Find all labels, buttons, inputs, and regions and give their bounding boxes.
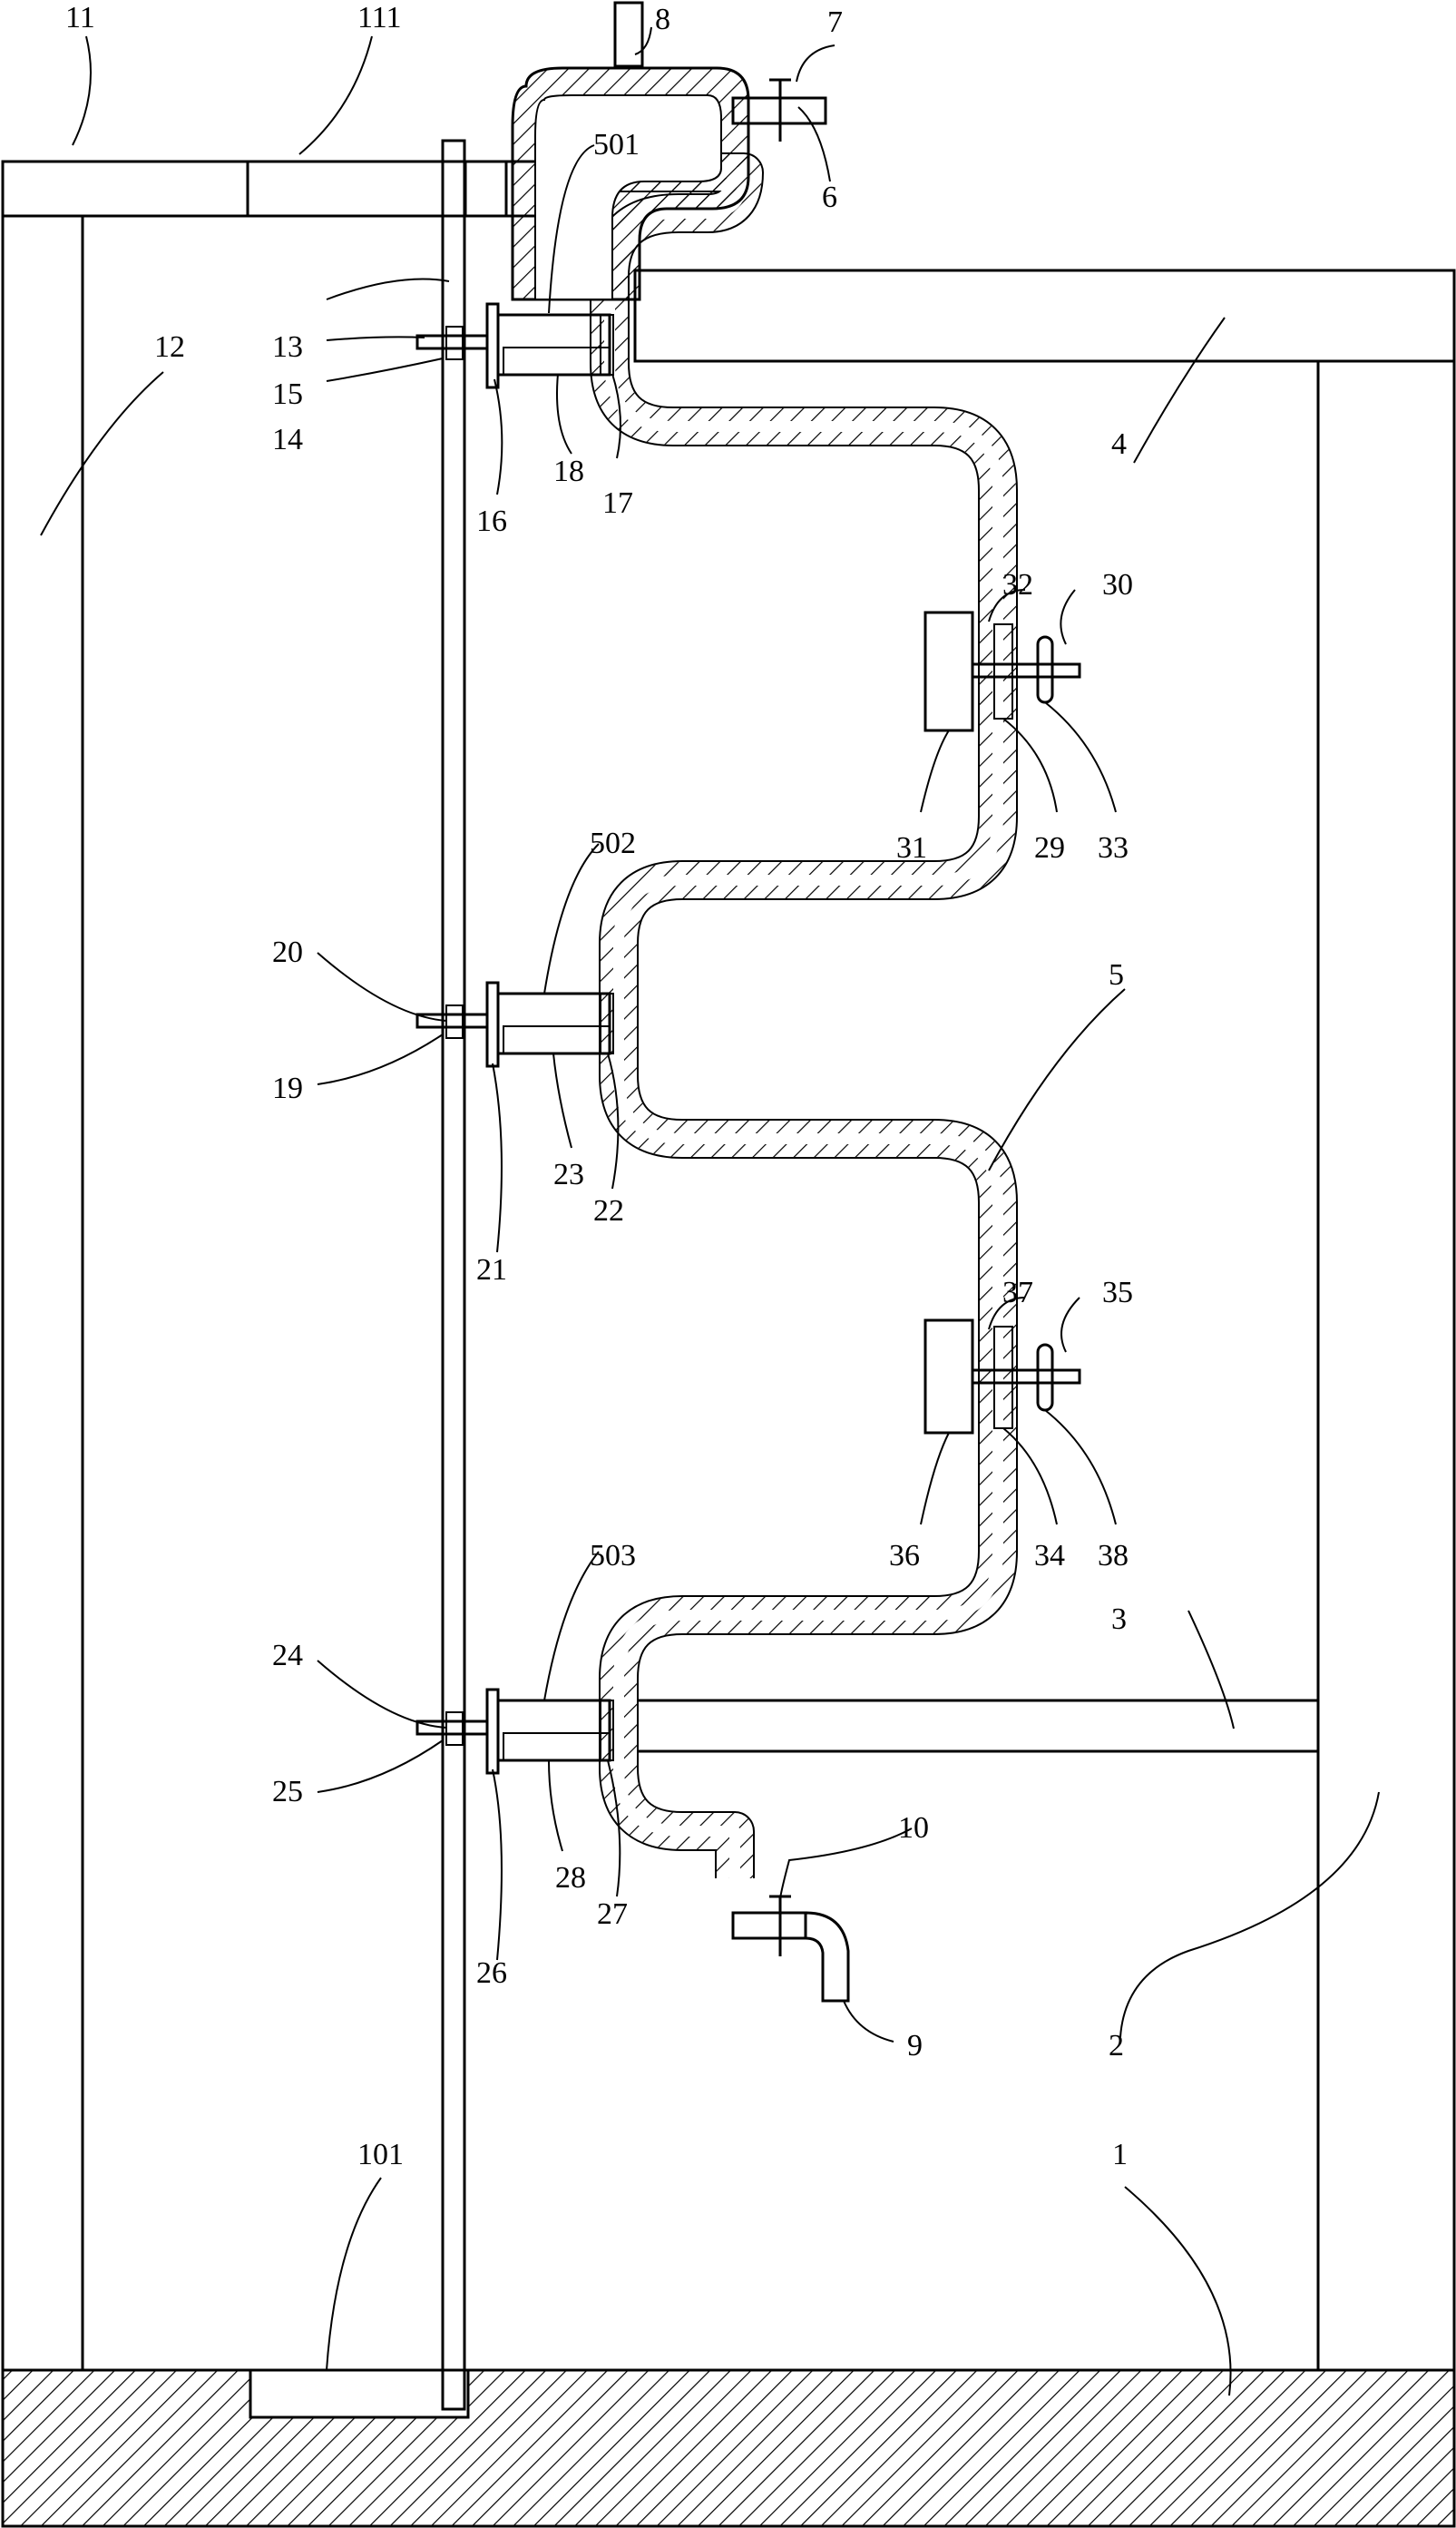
label-16: 16 [476, 505, 507, 538]
label-34: 34 [1034, 1539, 1065, 1573]
top-plate-4 [633, 269, 1456, 363]
guide-rod-13 [441, 139, 466, 2411]
outlet-9 [731, 1895, 850, 2003]
label-35: 35 [1102, 1276, 1133, 1309]
label-17: 17 [602, 486, 633, 520]
block-36 [923, 1318, 974, 1435]
label-14: 14 [272, 423, 303, 456]
label-21: 21 [476, 1253, 507, 1287]
label-19: 19 [272, 1072, 303, 1105]
label-2: 2 [1109, 2029, 1124, 2063]
label-502: 502 [590, 827, 636, 860]
label-30: 30 [1102, 568, 1133, 602]
label-8: 8 [655, 3, 670, 36]
base [1, 2368, 1456, 2528]
chamber-501 [511, 66, 750, 301]
label-10: 10 [898, 1811, 929, 1845]
serpentine-pipe-5 [590, 152, 1018, 1878]
feed-pipe-8 [613, 1, 644, 68]
top-beam-slot-111 [246, 160, 467, 218]
label-5: 5 [1109, 958, 1124, 992]
label-6: 6 [822, 181, 837, 214]
piston-assembly-502 [415, 981, 614, 1068]
support-plate-3 [633, 1699, 1320, 1753]
label-9: 9 [907, 2029, 923, 2063]
label-501: 501 [593, 128, 640, 162]
label-7: 7 [827, 5, 843, 39]
label-24: 24 [272, 1639, 303, 1672]
label-27: 27 [597, 1897, 628, 1931]
label-31: 31 [896, 831, 927, 865]
label-13: 13 [272, 330, 303, 364]
reference-labels: 11 111 12 8 7 6 501 13 15 14 16 18 17 4 … [65, 1, 1133, 2171]
label-32: 32 [1002, 568, 1033, 602]
block-31 [923, 611, 974, 732]
label-29: 29 [1034, 831, 1065, 865]
label-38: 38 [1098, 1539, 1129, 1573]
label-33: 33 [1098, 831, 1129, 865]
label-28: 28 [555, 1861, 586, 1895]
label-36: 36 [889, 1539, 920, 1573]
base-slot-101 [249, 2368, 470, 2419]
label-37: 37 [1002, 1276, 1033, 1309]
label-111: 111 [357, 1, 401, 34]
left-frame [1, 160, 544, 2372]
label-26: 26 [476, 1956, 507, 1990]
outlet-6 [731, 78, 827, 142]
label-1: 1 [1112, 2138, 1128, 2171]
label-4: 4 [1111, 427, 1127, 461]
label-15: 15 [272, 377, 303, 411]
label-3: 3 [1111, 1602, 1127, 1636]
piston-assembly-501 [415, 302, 614, 389]
label-25: 25 [272, 1775, 303, 1808]
right-frame [633, 269, 1456, 2372]
piston-assembly-503 [415, 1688, 614, 1775]
label-503: 503 [590, 1539, 636, 1573]
label-23: 23 [553, 1158, 584, 1191]
label-22: 22 [593, 1194, 624, 1228]
label-18: 18 [553, 455, 584, 488]
label-11: 11 [65, 1, 95, 34]
leader-lines [40, 26, 1380, 2396]
label-12: 12 [154, 330, 185, 364]
regulator-lower [923, 1318, 1081, 1435]
label-20: 20 [272, 936, 303, 969]
label-101: 101 [357, 2138, 404, 2171]
